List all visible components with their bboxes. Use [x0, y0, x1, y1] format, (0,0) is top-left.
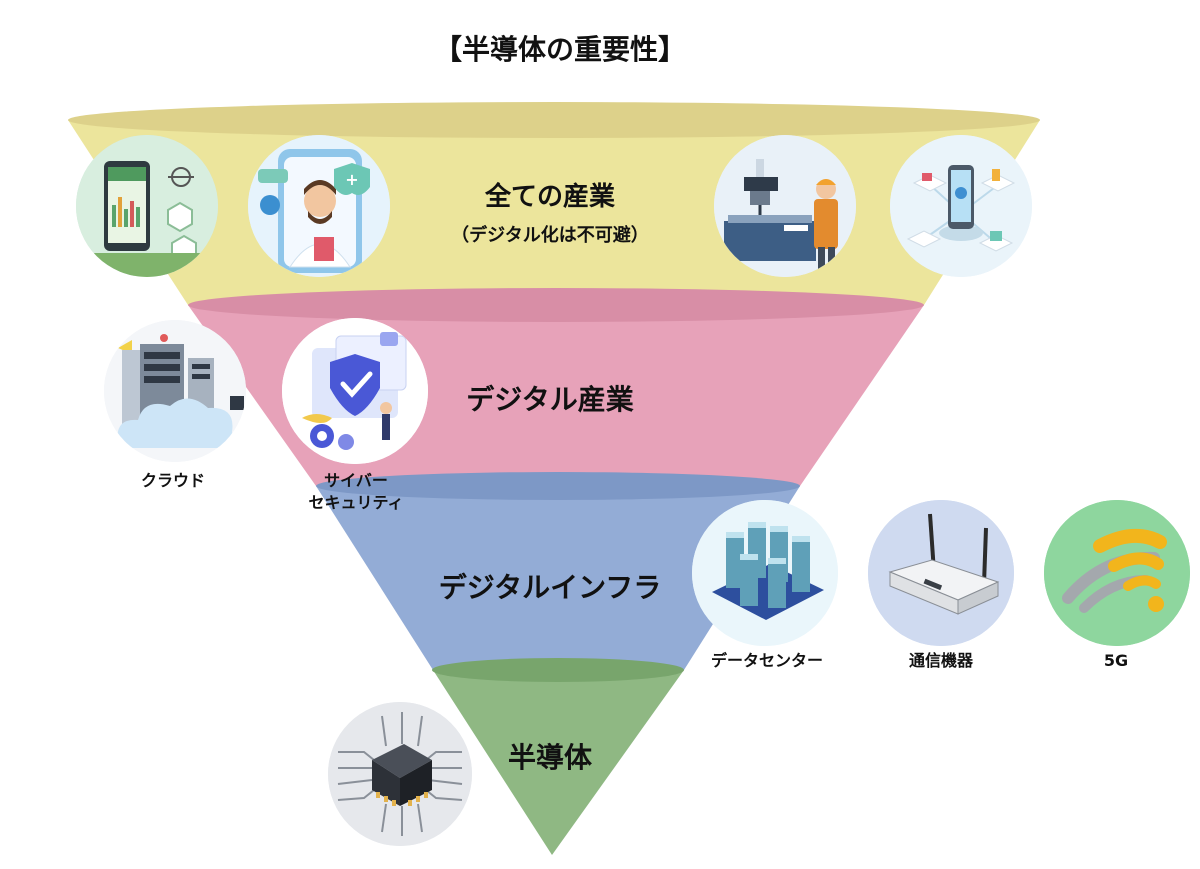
microchip-icon — [328, 702, 472, 846]
smart-agriculture-icon — [76, 135, 218, 277]
caption-datacenter: データセンター — [710, 651, 823, 670]
cloud-server-icon — [104, 320, 246, 462]
wifi-signal-icon — [1044, 500, 1190, 646]
page-title: 【半導体の重要性】 — [433, 33, 686, 66]
caption-network-equipment: 通信機器 — [908, 651, 973, 670]
caption-5g: 5G — [1103, 651, 1129, 670]
all-industries-sublabel: （デジタル化は不可避） — [451, 225, 649, 246]
all-industries-label: 全ての産業 — [484, 182, 615, 212]
caption-cyber-security: サイバー セキュリティ — [276, 470, 436, 514]
blue-rim — [316, 472, 800, 500]
layer-label-all-industries: 全ての産業 （デジタル化は不可避） — [430, 176, 670, 247]
caption-cloud: クラウド — [140, 471, 205, 490]
layer-label-digital-infra: デジタルインフラ — [438, 571, 662, 604]
pink-rim — [188, 288, 924, 322]
layer-semiconductor — [433, 670, 684, 855]
layer-label-semiconductor: 半導体 — [507, 741, 592, 774]
green-rim — [432, 658, 684, 682]
cyber-security-shield-icon — [282, 318, 428, 464]
caption-cyber-line1: サイバー — [324, 471, 388, 490]
server-rack-icon — [692, 500, 838, 646]
funnel-top-rim — [68, 102, 1040, 138]
smart-factory-icon — [714, 135, 856, 277]
svg-text:+: + — [345, 170, 358, 189]
iot-network-icon — [890, 135, 1032, 277]
caption-cyber-line2: セキュリティ — [308, 493, 404, 512]
wifi-router-icon — [868, 500, 1014, 646]
layer-label-digital-industry: デジタル産業 — [466, 383, 634, 416]
telemedicine-doctor-icon: + — [248, 135, 390, 277]
layer-digital-infra — [316, 486, 800, 670]
